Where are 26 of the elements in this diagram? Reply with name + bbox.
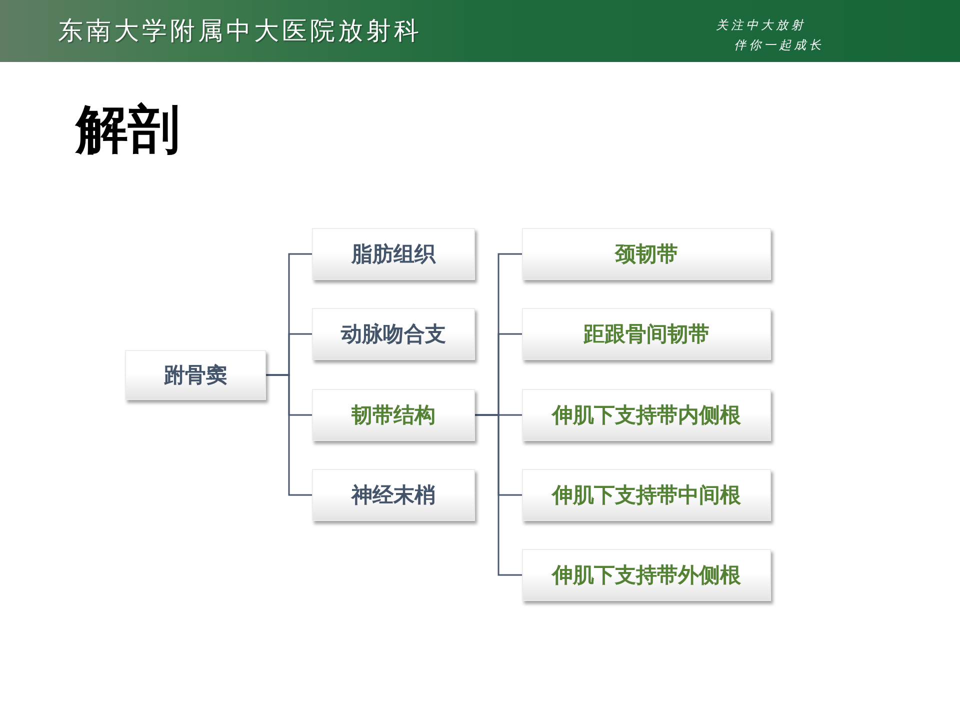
process-box <box>522 549 771 601</box>
slide-title: 解剖 <box>76 99 180 162</box>
process-box <box>312 389 475 441</box>
box-label: 伸肌下支持带内侧根 <box>552 402 741 428</box>
process-box <box>522 389 771 441</box>
process-box <box>522 228 771 280</box>
process-box <box>522 469 771 521</box>
box-label: 脂肪组织 <box>352 241 436 267</box>
box-label: 韧带结构 <box>352 402 436 428</box>
slogan-text: 关注中大放射 <box>716 18 806 33</box>
box-label: 颈韧带 <box>615 241 678 267</box>
box-label: 距跟骨间韧带 <box>584 321 710 347</box>
box-label: 动脉吻合支 <box>341 321 446 347</box>
box-label: 神经末梢 <box>352 482 436 508</box>
box-label: 伸肌下支持带外侧根 <box>552 562 741 588</box>
box-label: 跗骨窦 <box>164 362 227 388</box>
connector-line <box>475 414 522 576</box>
process-box <box>522 308 771 360</box>
connector-line <box>266 374 312 496</box>
header-text: 东南大学附属中大医院放射科 <box>58 16 422 46</box>
box-label: 伸肌下支持带中间根 <box>552 482 741 508</box>
slogan-text: 伴你一起成长 <box>734 38 824 53</box>
process-box <box>312 469 475 521</box>
process-box <box>312 308 475 360</box>
process-box <box>312 228 475 280</box>
process-box <box>125 350 266 400</box>
